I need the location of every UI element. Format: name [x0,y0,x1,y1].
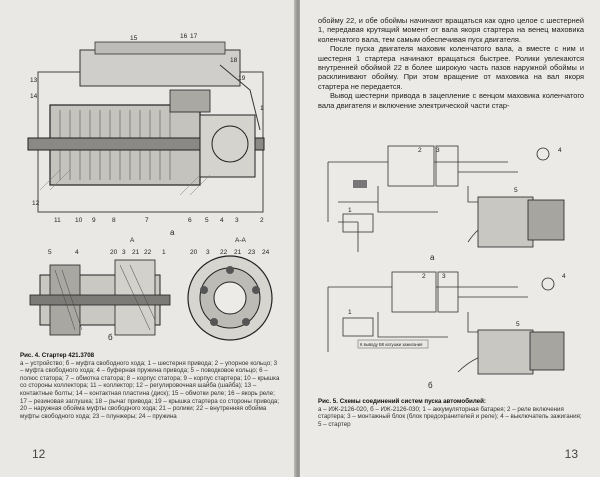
figure-4-title: Рис. 4. Стартер 421.3708 [20,352,95,359]
figure-4-legend: а – устройство; б – муфта свободного ход… [20,359,280,420]
figure-5-legend: а – ИЖ-2126-020, б – ИЖ-2126-030; 1 – ак… [318,405,582,428]
callout-16: 16 [180,33,188,40]
callout-b-20: 20 [110,249,118,256]
diagram-b-label-3: 3 [442,273,446,280]
callout-aa-20: 20 [190,249,198,256]
callout-aa-24: 24 [262,249,270,256]
callout-b-5: 5 [48,249,52,256]
callout-18: 18 [230,57,238,64]
callout-9: 9 [92,217,96,224]
section-title-aa: А-А [235,237,247,244]
callout-aa-22: 22 [220,249,228,256]
callout-13: 13 [30,77,38,84]
callout-11: 11 [54,217,61,224]
subfigure-a-label: а [170,228,175,237]
callout-14: 14 [30,93,38,100]
diagram-a-label-3: 3 [436,147,440,154]
paragraph-1: обойму 22, и обе обоймы начинают вращать… [318,16,584,44]
subfigure-a-label: а [430,253,435,262]
callout-5: 5 [205,217,209,224]
page-number-right: 13 [564,447,578,461]
callout-b-3: 3 [122,249,126,256]
callout-aa-3: 3 [206,249,210,256]
diagram-a-label-1: 1 [348,207,352,214]
callout-3: 3 [235,217,239,224]
callout-b-1: 1 [162,249,166,256]
callout-b-21: 21 [132,249,140,256]
diagram-b-label-1: 1 [348,309,352,316]
diagram-b-label-5: 5 [516,321,520,328]
body-text: обойму 22, и обе обоймы начинают вращать… [318,16,584,110]
callout-8: 8 [112,217,116,224]
paragraph-2: После пуска двигателя маховик коленчатог… [318,44,584,91]
callout-19: 19 [238,75,246,82]
callout-4: 4 [220,217,224,224]
callout-2: 2 [260,217,264,224]
callout-b-22: 22 [144,249,152,256]
callout-b-4: 4 [75,249,79,256]
figure-5-caption: Рис. 5. Схемы соединений систем пуска ав… [318,398,582,428]
paragraph-3: Вывод шестерни привода в зацепление с ве… [318,91,584,110]
subfigure-b-label: б [108,333,113,342]
figure-5-title: Рис. 5. Схемы соединений систем пуска ав… [318,398,486,405]
starter-drawing: 13 15 16 17 18 14 19 1 12 11 10 9 8 7 6 … [20,20,282,345]
callout-aa-21: 21 [234,249,242,256]
subfigure-b-label: б [428,381,433,390]
diagram-a-label-2: 2 [418,147,422,154]
callout-7: 7 [145,217,149,224]
callout-aa-23: 23 [248,249,256,256]
callout-1: 1 [260,105,264,112]
section-mark-a: А [130,237,135,244]
diagram-b-label-2: 2 [422,273,426,280]
callout-15: 15 [130,35,138,42]
figure-4-caption: Рис. 4. Стартер 421.3708 а – устройство;… [20,352,282,420]
right-page: обойму 22, и обе обоймы начинают вращать… [300,0,600,477]
callout-17: 17 [190,33,198,40]
callout-12: 12 [32,200,40,207]
diagram-a-label-5: 5 [514,187,518,194]
page-number-left: 12 [32,447,46,461]
book-gutter [294,0,302,477]
left-page: 13 15 16 17 18 14 19 1 12 11 10 9 8 7 6 … [0,0,296,477]
diagram-b-label-4: 4 [562,273,566,280]
ignition-coil-note: К выводу ВК катушки зажигания [360,342,422,347]
diagram-a-label-4: 4 [558,147,562,154]
callout-6: 6 [188,217,192,224]
callout-10: 10 [75,217,83,224]
wiring-diagrams: 2 3 4 5 1 а К выводу ВК катушки з [318,142,584,394]
